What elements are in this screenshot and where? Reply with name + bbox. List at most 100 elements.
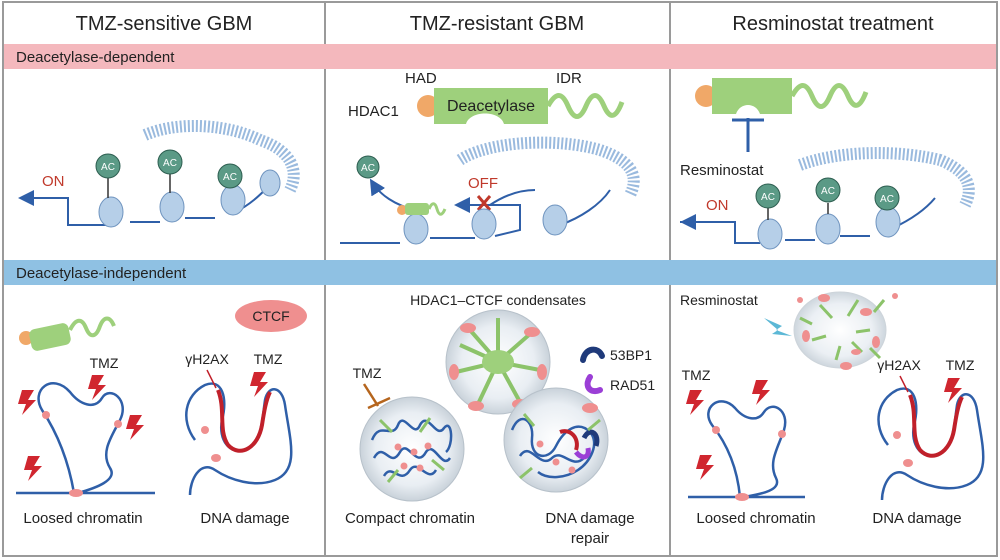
nucleosome [875,206,901,238]
acetyl-label: AC [163,158,177,169]
damaged-chromatin [185,382,293,496]
tmz-label: TMZ [90,355,119,371]
gh2ax-label: γH2AX [185,351,229,367]
condensates-title: HDAC1–CTCF condensates [410,292,586,308]
acetyl-mark [874,185,900,211]
rad51-icon [584,374,603,394]
gh2ax-segment [908,394,964,458]
hdac1-protein-inhibited [712,78,792,114]
panel-treatment-dependent: Resminostat ON AC AC AC [680,78,975,250]
damage-bolt-icon [18,372,268,481]
band-independent [4,260,996,285]
loose-chromatin [16,382,155,495]
acetyl-mark [157,149,183,175]
column-title-sensitive: TMZ-sensitive GBM [76,13,253,35]
chromatin-coil [142,119,300,193]
band-dependent-label: Deacetylase-dependent [16,49,175,66]
resminostat-label: Resminostat [680,292,758,308]
ctcf-blob [235,300,307,332]
nucleosome [98,196,124,228]
column-title-resistant: TMZ-resistant GBM [410,13,584,35]
acetyl-mark [815,177,841,203]
compact-chromatin-caption: Compact chromatin [345,510,475,527]
had-domain [417,95,439,117]
tmz-label: TMZ [946,357,975,373]
drug-bolt-icon [764,318,792,336]
repair-caption-line1: DNA damage [545,510,634,527]
nucleosome [757,218,783,250]
resminostat-label: Resminostat [680,162,764,179]
block-x-icon [476,195,492,211]
dna-strand [680,197,936,244]
ctcf-label: CTCF [252,308,289,324]
inhibition-symbol [732,118,764,152]
acetyl-mark [217,163,243,189]
loosed-chromatin-caption: Loosed chromatin [23,510,142,527]
acetyl-label: AC [101,162,115,173]
acetyl-mark [95,153,121,179]
gh2ax-segment [559,429,579,451]
had-label: HAD [405,70,437,87]
off-label: OFF [468,175,498,192]
panel-resistant-dependent: HAD IDR HDAC1 Deacetylase OFF AC [340,70,640,245]
hdac1-protein [29,323,71,351]
idr-tail [545,93,625,119]
chromatin-coil [797,147,975,208]
dna-damage-caption: DNA damage [872,510,961,527]
gh2ax-label: γH2AX [877,357,921,373]
acetyl-mark [356,155,380,179]
tmz-blocked-arrow [362,383,391,410]
nucleosome [159,191,185,223]
panel-resistant-independent: HDAC1–CTCF condensates TMZ [345,292,655,547]
tmz-label: TMZ [254,351,283,367]
nucleosome [542,204,568,236]
hdac1-label: HDAC1 [348,103,399,120]
acetyl-label: AC [821,186,835,197]
idr-label: IDR [556,70,582,87]
on-label: ON [42,173,65,190]
nucleosome [471,208,497,240]
acetyl-label: AC [880,194,894,205]
idr-tail [68,316,116,338]
dna-strand [340,189,611,244]
deacetylase-label: Deacetylase [447,98,535,115]
gh2ax-segment [216,389,272,453]
loose-chromatin [688,400,805,499]
idr-tail [789,83,869,109]
dna-damage-caption: DNA damage [200,510,289,527]
nucleosome [220,184,246,216]
tmz-label: TMZ [682,367,711,383]
dispersed-hdac1 [799,299,886,361]
loosed-chromatin-caption: Loosed chromatin [696,510,815,527]
hdac1-protein [434,88,548,124]
panel-treatment-independent: Resminostat TMZ γH2AX TMZ [680,291,985,527]
hdac1-ctcf-cluster [455,318,541,405]
rad51-label: RAD51 [610,377,655,393]
small-hdac1-protein [397,202,447,216]
panel-sensitive-independent: CTCF TMZ γH2AX TMZ Loosed chromatin DNA … [16,300,307,527]
column-title-treatment: Resminostat treatment [732,13,934,35]
dispersed-ctcf [797,293,898,370]
nucleosome [259,169,281,197]
nucleosome [403,213,429,245]
had-domain [695,85,717,107]
panel-sensitive-dependent: ON AC AC AC [18,119,300,228]
tmz-label: TMZ [353,365,382,381]
disrupted-condensate [793,291,887,369]
bp53-label: 53BP1 [610,347,652,363]
acetyl-label: AC [761,192,775,203]
damaged-chromatin [877,387,985,501]
damage-bolt-icon [686,378,962,480]
nucleosome [815,213,841,245]
dna-strand [20,184,271,226]
chromatin-coil [456,136,640,198]
acetyl-label: AC [223,172,237,183]
on-label: ON [706,197,729,214]
acetyl-label: AC [361,163,375,174]
band-independent-label: Deacetylase-independent [16,265,187,282]
acetyl-mark [755,183,781,209]
repair-caption-line2: repair [571,530,609,547]
band-dependent [4,44,996,69]
